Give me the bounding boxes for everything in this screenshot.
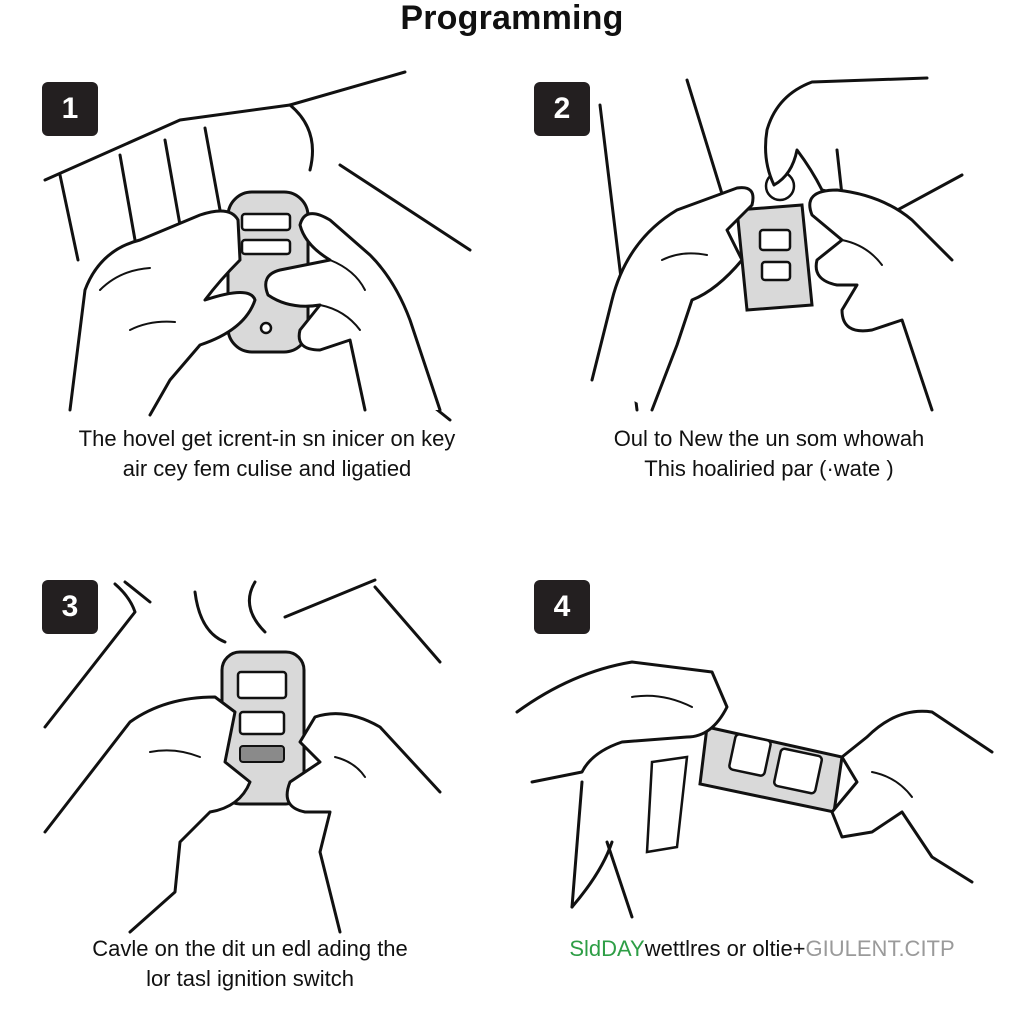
step-4-caption-black-text: wettlres or oltie+ bbox=[644, 936, 806, 961]
step-2-caption: Oul to New the un som whowah This hoalir… bbox=[512, 424, 1024, 484]
left-hand bbox=[590, 186, 755, 412]
step-2-panel: 2 Oul to New the un som whowah This hoal… bbox=[512, 0, 1024, 512]
key-fob bbox=[735, 203, 814, 312]
step-3-caption-line-2: lor tasl ignition switch bbox=[146, 966, 354, 991]
step-1-panel: 1 The hovel get icrent-in sn inicer on k… bbox=[0, 0, 512, 512]
step-2-illustration bbox=[590, 76, 964, 412]
step-4-caption-grey-text: GIULENT.CITP bbox=[805, 936, 955, 961]
step-3-panel: 3 Cavle on the dit un edl ading the lor … bbox=[0, 512, 512, 1024]
step-3-caption: Cavle on the dit un edl ading the lor ta… bbox=[0, 934, 500, 994]
step-1-number-badge: 1 bbox=[42, 82, 98, 136]
step-3-number-badge: 3 bbox=[42, 580, 98, 634]
step-1-caption: The hovel get icrent-in sn inicer on key… bbox=[0, 424, 534, 484]
step-4-panel: 4 SldDAYwettlres or oltie+GIULENT.CITP bbox=[512, 512, 1024, 1024]
step-4-illustration bbox=[515, 660, 994, 919]
page-title: Programming bbox=[400, 0, 624, 37]
step-1-caption-line-2: air cey fem culise and ligatied bbox=[122, 456, 412, 481]
step-4-number-badge: 4 bbox=[534, 580, 590, 634]
step-1-illustration bbox=[43, 70, 472, 422]
step-2-caption-line-1: Oul to New the un som whowah bbox=[613, 426, 925, 451]
left-hand bbox=[68, 209, 257, 417]
step-3-caption-line-1: Cavle on the dit un edl ading the bbox=[92, 936, 408, 961]
step-3-illustration bbox=[43, 578, 442, 934]
step-4-caption: SldDAYwettlres or oltie+GIULENT.CITP bbox=[512, 934, 1012, 964]
right-hand bbox=[264, 212, 442, 412]
step-2-caption-line-2: This hoaliried par (·wate ) bbox=[644, 456, 894, 481]
left-hand bbox=[515, 660, 729, 784]
right-hand bbox=[285, 712, 442, 934]
step-1-caption-line-1: The hovel get icrent-in sn inicer on key bbox=[78, 426, 456, 451]
step-4-caption-green-text: SldDAY bbox=[569, 936, 645, 961]
step-2-number-badge: 2 bbox=[534, 82, 590, 136]
right-hand bbox=[808, 188, 954, 412]
top-hand bbox=[764, 76, 929, 197]
left-hand bbox=[43, 695, 252, 934]
